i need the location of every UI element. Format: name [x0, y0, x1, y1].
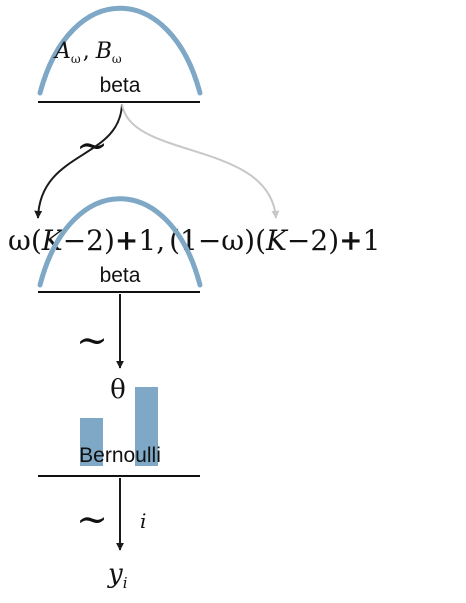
tilde-3: ~	[76, 497, 108, 541]
top-params: Aω,Bω	[53, 39, 122, 66]
mid-expression: ω(K−2)+1,(1−ω)(K−2)+1	[8, 224, 380, 257]
gray-arrow	[121, 103, 280, 219]
mid-beta-curve	[37, 196, 203, 288]
tilde-1: ~	[76, 123, 108, 167]
mid-beta-label: beta	[100, 264, 141, 287]
output-y: yi	[107, 559, 128, 592]
index-i: i	[140, 509, 146, 533]
bernoulli-bar-left	[80, 418, 103, 466]
bernoulli-label: Bernoulli	[79, 444, 161, 467]
top-beta-curve	[37, 5, 203, 96]
dark-arrow-1	[34, 103, 123, 219]
theta-symbol: θ	[110, 375, 126, 405]
tilde-2: ~	[76, 318, 108, 362]
bernoulli-bar-right	[135, 387, 158, 466]
top-beta-label: beta	[100, 74, 141, 97]
